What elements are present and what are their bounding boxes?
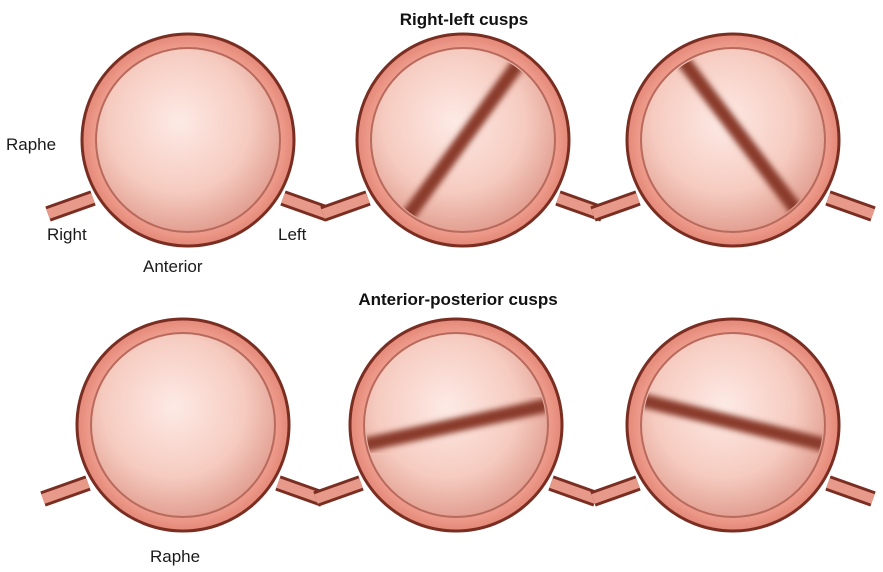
- row-title-anterior-posterior: Anterior-posterior cusps: [358, 290, 557, 309]
- valve-orifice: [641, 48, 825, 232]
- valve-ap-2: [316, 319, 596, 531]
- valve-rl-1: [48, 34, 328, 246]
- valve-ap-1: [43, 319, 323, 531]
- valve-rl-3: [593, 34, 873, 246]
- label-right: Right: [47, 225, 87, 244]
- label-anterior: Anterior: [143, 257, 203, 276]
- valve-rl-2: [323, 34, 603, 246]
- valve-ap-3: [593, 319, 873, 531]
- row-title-right-left: Right-left cusps: [400, 10, 528, 29]
- label-left: Left: [278, 225, 307, 244]
- label-raphe-bottom: Raphe: [150, 547, 200, 566]
- label-raphe-top: Raphe: [6, 135, 56, 154]
